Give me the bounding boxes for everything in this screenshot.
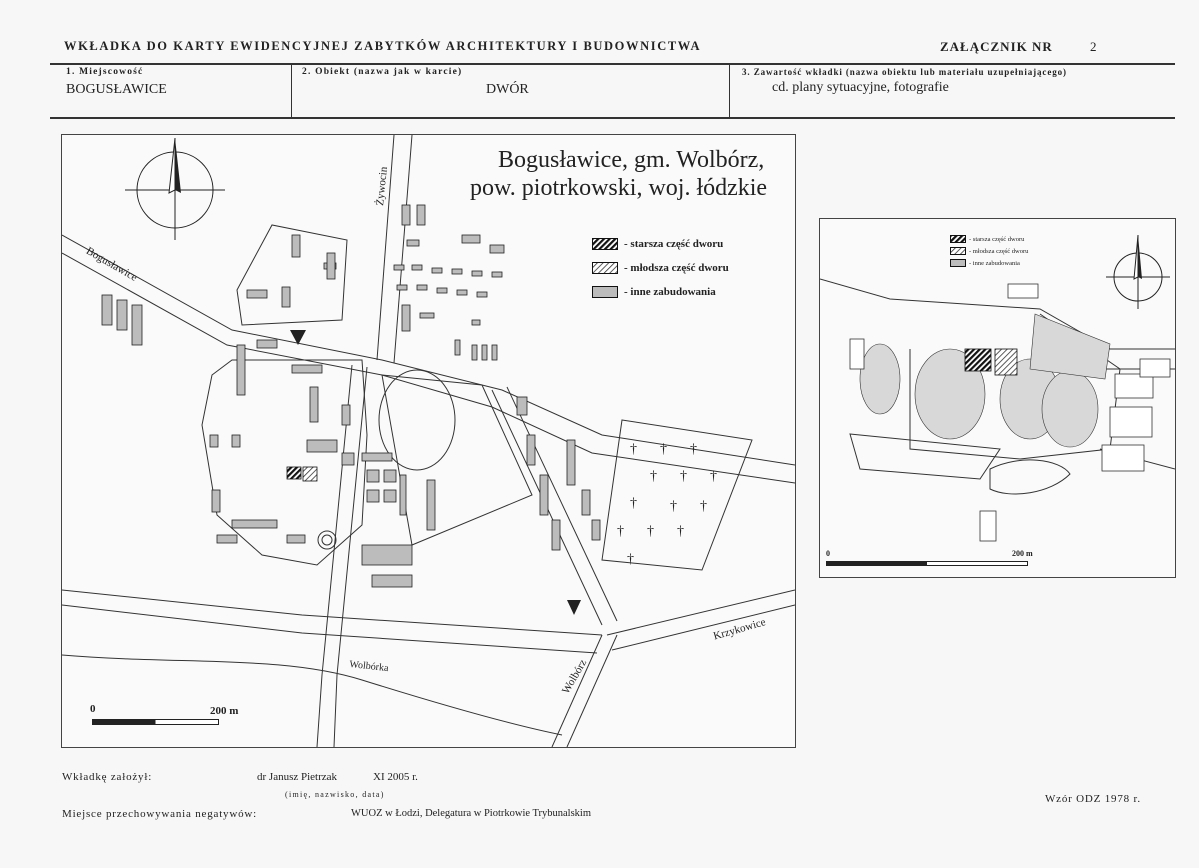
legend-older-label: - starsza część dworu — [624, 238, 724, 250]
author-name: dr Janusz Pietrzak — [257, 771, 338, 783]
author-label: Wkładkę założył: — [62, 771, 153, 783]
field-3-value: cd. plany sytuacyjne, fotografie — [772, 80, 949, 95]
aerial-legend-older-swatch — [950, 235, 966, 243]
legend-newer-swatch — [592, 262, 618, 274]
approach-arrow-north — [290, 330, 306, 345]
legend-older-swatch — [592, 238, 618, 250]
aerial-north-compass — [1106, 234, 1170, 309]
field-divider-1 — [291, 65, 292, 117]
attachment-label: ZAŁĄCZNIK NR — [940, 39, 1053, 54]
aerial-legend-older: - starsza część dworu — [950, 233, 1028, 245]
document-title: WKŁADKA DO KARTY EWIDENCYJNEJ ZABYTKÓW A… — [64, 39, 702, 53]
storage-label: Miejsce przechowywania negatywów: — [62, 808, 258, 820]
svg-text:†: † — [700, 499, 707, 514]
template-note: Wzór ODZ 1978 r. — [1045, 793, 1141, 805]
legend-other: - inne zabudowania — [592, 280, 729, 304]
map-title-line-1: Bogusławice, gm. Wolbórz, — [498, 147, 765, 173]
svg-text:†: † — [647, 524, 654, 539]
aerial-legend-older-label: - starsza część dworu — [969, 235, 1025, 243]
field-2-label: 2. Obiekt (nazwa jak w karcie) — [302, 67, 463, 77]
main-map-drawing: ††† ††† ††† ††† † — [61, 134, 796, 748]
aerial-legend-newer: - młodsza część dworu — [950, 245, 1028, 257]
svg-text:†: † — [630, 442, 637, 457]
svg-text:†: † — [660, 442, 667, 457]
scale-start: 0 — [90, 703, 96, 715]
aerial-scale-start: 0 — [826, 549, 830, 558]
manor-older-part — [286, 466, 302, 480]
storage-value: WUOZ w Łodzi, Delegatura w Piotrkowie Tr… — [351, 808, 592, 819]
header-top-rule — [50, 63, 1175, 65]
aerial-manor-older — [964, 348, 992, 372]
header-bottom-rule — [50, 117, 1175, 119]
aerial-legend: - starsza część dworu - młodsza część dw… — [950, 233, 1028, 269]
field-1-value: BOGUSŁAWICE — [66, 82, 167, 97]
map-title-line-2: pow. piotrkowski, woj. łódzkie — [470, 175, 768, 201]
field-2-value: DWÓR — [486, 82, 529, 97]
attachment-number: 2 — [1090, 39, 1097, 54]
legend-newer: - młodsza część dworu — [592, 256, 729, 280]
author-date: XI 2005 r. — [373, 771, 418, 783]
field-divider-2 — [729, 65, 730, 117]
aerial-scale-line — [826, 561, 1028, 566]
svg-text:†: † — [650, 469, 657, 484]
manor-newer-part — [302, 466, 318, 482]
aerial-legend-newer-label: - młodsza część dworu — [969, 247, 1029, 255]
svg-text:†: † — [630, 496, 637, 511]
svg-text:†: † — [690, 442, 697, 457]
author-hint: (imię, nazwisko, data) — [285, 790, 385, 799]
aerial-legend-other-label: - inne zabudowania — [969, 259, 1020, 267]
aerial-legend-newer-swatch — [950, 247, 966, 255]
legend-newer-label: - młodsza część dworu — [624, 262, 729, 274]
legend-other-label: - inne zabudowania — [624, 286, 716, 298]
aerial-site-plan: - starsza część dworu - młodsza część dw… — [819, 218, 1176, 578]
aerial-legend-other: - inne zabudowania — [950, 257, 1028, 269]
svg-text:†: † — [617, 524, 624, 539]
svg-text:†: † — [680, 469, 687, 484]
scale-line — [92, 719, 219, 725]
aerial-map-drawing — [819, 234, 1176, 542]
field-1-label: 1. Miejscowość — [66, 67, 144, 77]
scale-end: 200 m — [210, 705, 239, 717]
aerial-manor-newer — [994, 348, 1018, 376]
aerial-legend-other-swatch — [950, 259, 966, 267]
svg-text:†: † — [710, 469, 717, 484]
aerial-scale-end: 200 m — [1012, 549, 1033, 558]
legend-other-swatch — [592, 286, 618, 298]
field-3-label: 3. Zawartość wkładki (nazwa obiektu lub … — [742, 67, 1067, 77]
legend-older: - starsza część dworu — [592, 232, 729, 256]
svg-text:†: † — [670, 499, 677, 514]
map-legend: - starsza część dworu - młodsza część dw… — [592, 232, 729, 304]
north-compass — [125, 137, 225, 240]
approach-arrow-south — [567, 600, 581, 615]
main-site-plan: ††† ††† ††† ††† † Bogusławice, gm. Wolbó… — [61, 134, 796, 748]
svg-text:†: † — [677, 524, 684, 539]
svg-text:†: † — [627, 552, 634, 567]
